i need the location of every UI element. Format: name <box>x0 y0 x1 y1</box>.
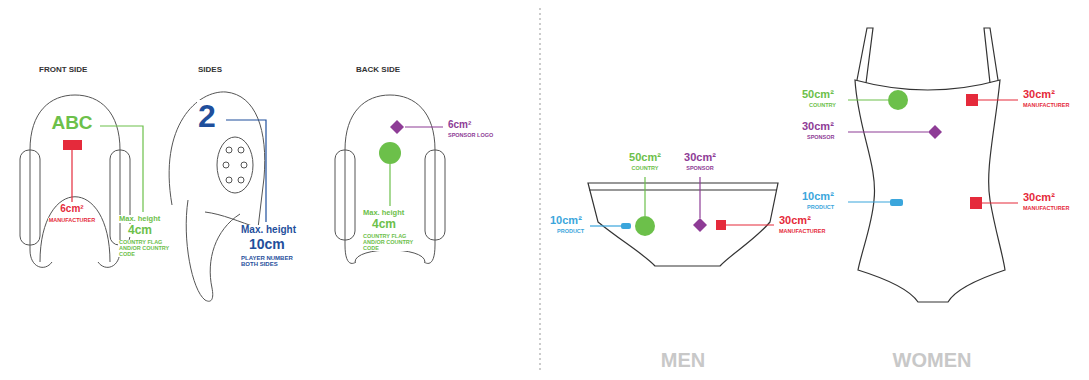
country-mark <box>379 142 401 164</box>
dimension-label: Max. height <box>240 225 297 236</box>
dimension-value: 4cm <box>127 224 153 237</box>
leader-line <box>226 120 266 222</box>
sponsor-mark <box>693 218 707 232</box>
manufacturer-mark <box>970 197 982 209</box>
leader-line <box>590 225 621 226</box>
gender-heading: WOMEN <box>892 350 973 371</box>
front-cap <box>30 95 120 250</box>
ear-protector <box>217 137 253 193</box>
area-value: 10cm² <box>801 191 835 203</box>
chin-strap <box>30 250 120 267</box>
area-value: 30cm² <box>1022 192 1056 204</box>
strap <box>984 28 998 83</box>
dimension-label: Max. height <box>118 215 161 223</box>
country-mark <box>635 216 655 236</box>
area-value: 6cm² <box>447 120 472 131</box>
ear-hole <box>241 162 247 168</box>
dimension-value: 10cm <box>248 237 286 252</box>
player-number: 2 <box>197 100 217 134</box>
area-name: MANUFACTURER <box>48 218 96 224</box>
view-heading: FRONT SIDE <box>38 66 88 74</box>
ear-hole <box>223 162 229 168</box>
area-value: 50cm² <box>628 152 662 164</box>
country-mark <box>888 90 908 110</box>
area-name: SPONSOR <box>685 166 715 172</box>
area-value: 30cm² <box>801 121 835 133</box>
sponsor-mark <box>390 120 404 134</box>
area-value: 50cm² <box>801 89 835 101</box>
manufacturer-mark <box>63 140 82 150</box>
swimwear-outlines <box>588 28 1005 302</box>
area-value: 6cm² <box>59 204 84 215</box>
leader-lines <box>72 100 1018 226</box>
leader-line <box>389 164 390 206</box>
area-name: PRODUCT <box>806 205 835 211</box>
side-cap <box>169 92 265 228</box>
view-heading: SIDES <box>197 66 223 74</box>
area-name: MANUFACTURER <box>778 229 826 235</box>
men-briefs <box>588 183 778 266</box>
ear-guard <box>425 150 445 240</box>
back-cap <box>345 95 435 245</box>
product-mark <box>890 199 903 206</box>
area-name: SPONSOR <box>806 135 836 141</box>
ear-hole <box>226 147 232 153</box>
ear-guard <box>335 150 355 240</box>
ear-guard <box>20 150 40 245</box>
area-name: SPONSOR LOGO <box>447 133 494 139</box>
leader-line <box>100 126 143 212</box>
area-name: MANUFACTURER <box>1022 206 1070 212</box>
dimension-note: PLAYER NUMBER BOTH SIDES <box>240 255 294 268</box>
area-value: 30cm² <box>683 152 717 164</box>
leader-line <box>848 201 890 202</box>
country-code: ABC <box>50 113 93 133</box>
manufacturer-mark <box>716 220 726 230</box>
dimension-note: COUNTRY FLAG AND/OR COUNTRY CODE <box>118 240 172 257</box>
leader-line <box>982 202 1018 203</box>
leader-line <box>848 99 888 100</box>
area-name: COUNTRY <box>631 166 660 172</box>
gender-heading: MEN <box>660 350 706 371</box>
strap <box>857 28 873 83</box>
leader-line <box>644 177 645 216</box>
area-value: 30cm² <box>778 215 812 227</box>
area-value: 30cm² <box>1022 89 1056 101</box>
leader-line <box>848 131 928 132</box>
face-opening <box>40 197 110 262</box>
dimension-label: Max. height <box>362 209 405 217</box>
area-name: COUNTRY <box>808 103 837 109</box>
product-mark <box>621 223 631 229</box>
leader-line <box>71 150 72 202</box>
ear-hole <box>238 147 244 153</box>
area-value: 10cm² <box>549 215 583 227</box>
separator <box>540 8 541 372</box>
leader-line <box>405 126 443 127</box>
waistband <box>589 189 777 190</box>
sponsor-mark <box>928 125 942 139</box>
chin-strap <box>186 200 240 301</box>
leader-line <box>699 177 700 218</box>
area-name: MANUFACTURER <box>1022 103 1070 109</box>
area-name: PRODUCT <box>556 229 585 235</box>
cap-outlines <box>20 92 445 301</box>
view-heading: BACK SIDE <box>355 66 401 74</box>
leader-line <box>978 99 1018 100</box>
dimension-note: COUNTRY FLAG AND/OR COUNTRY CODE <box>362 234 416 251</box>
ear-hole <box>226 177 232 183</box>
leader-line <box>726 224 774 225</box>
dimension-value: 4cm <box>371 218 397 231</box>
ear-hole <box>238 177 244 183</box>
manufacturer-mark <box>966 94 978 106</box>
neck-line <box>355 250 425 262</box>
placement-marks <box>63 90 982 236</box>
women-swimsuit <box>855 80 1005 302</box>
